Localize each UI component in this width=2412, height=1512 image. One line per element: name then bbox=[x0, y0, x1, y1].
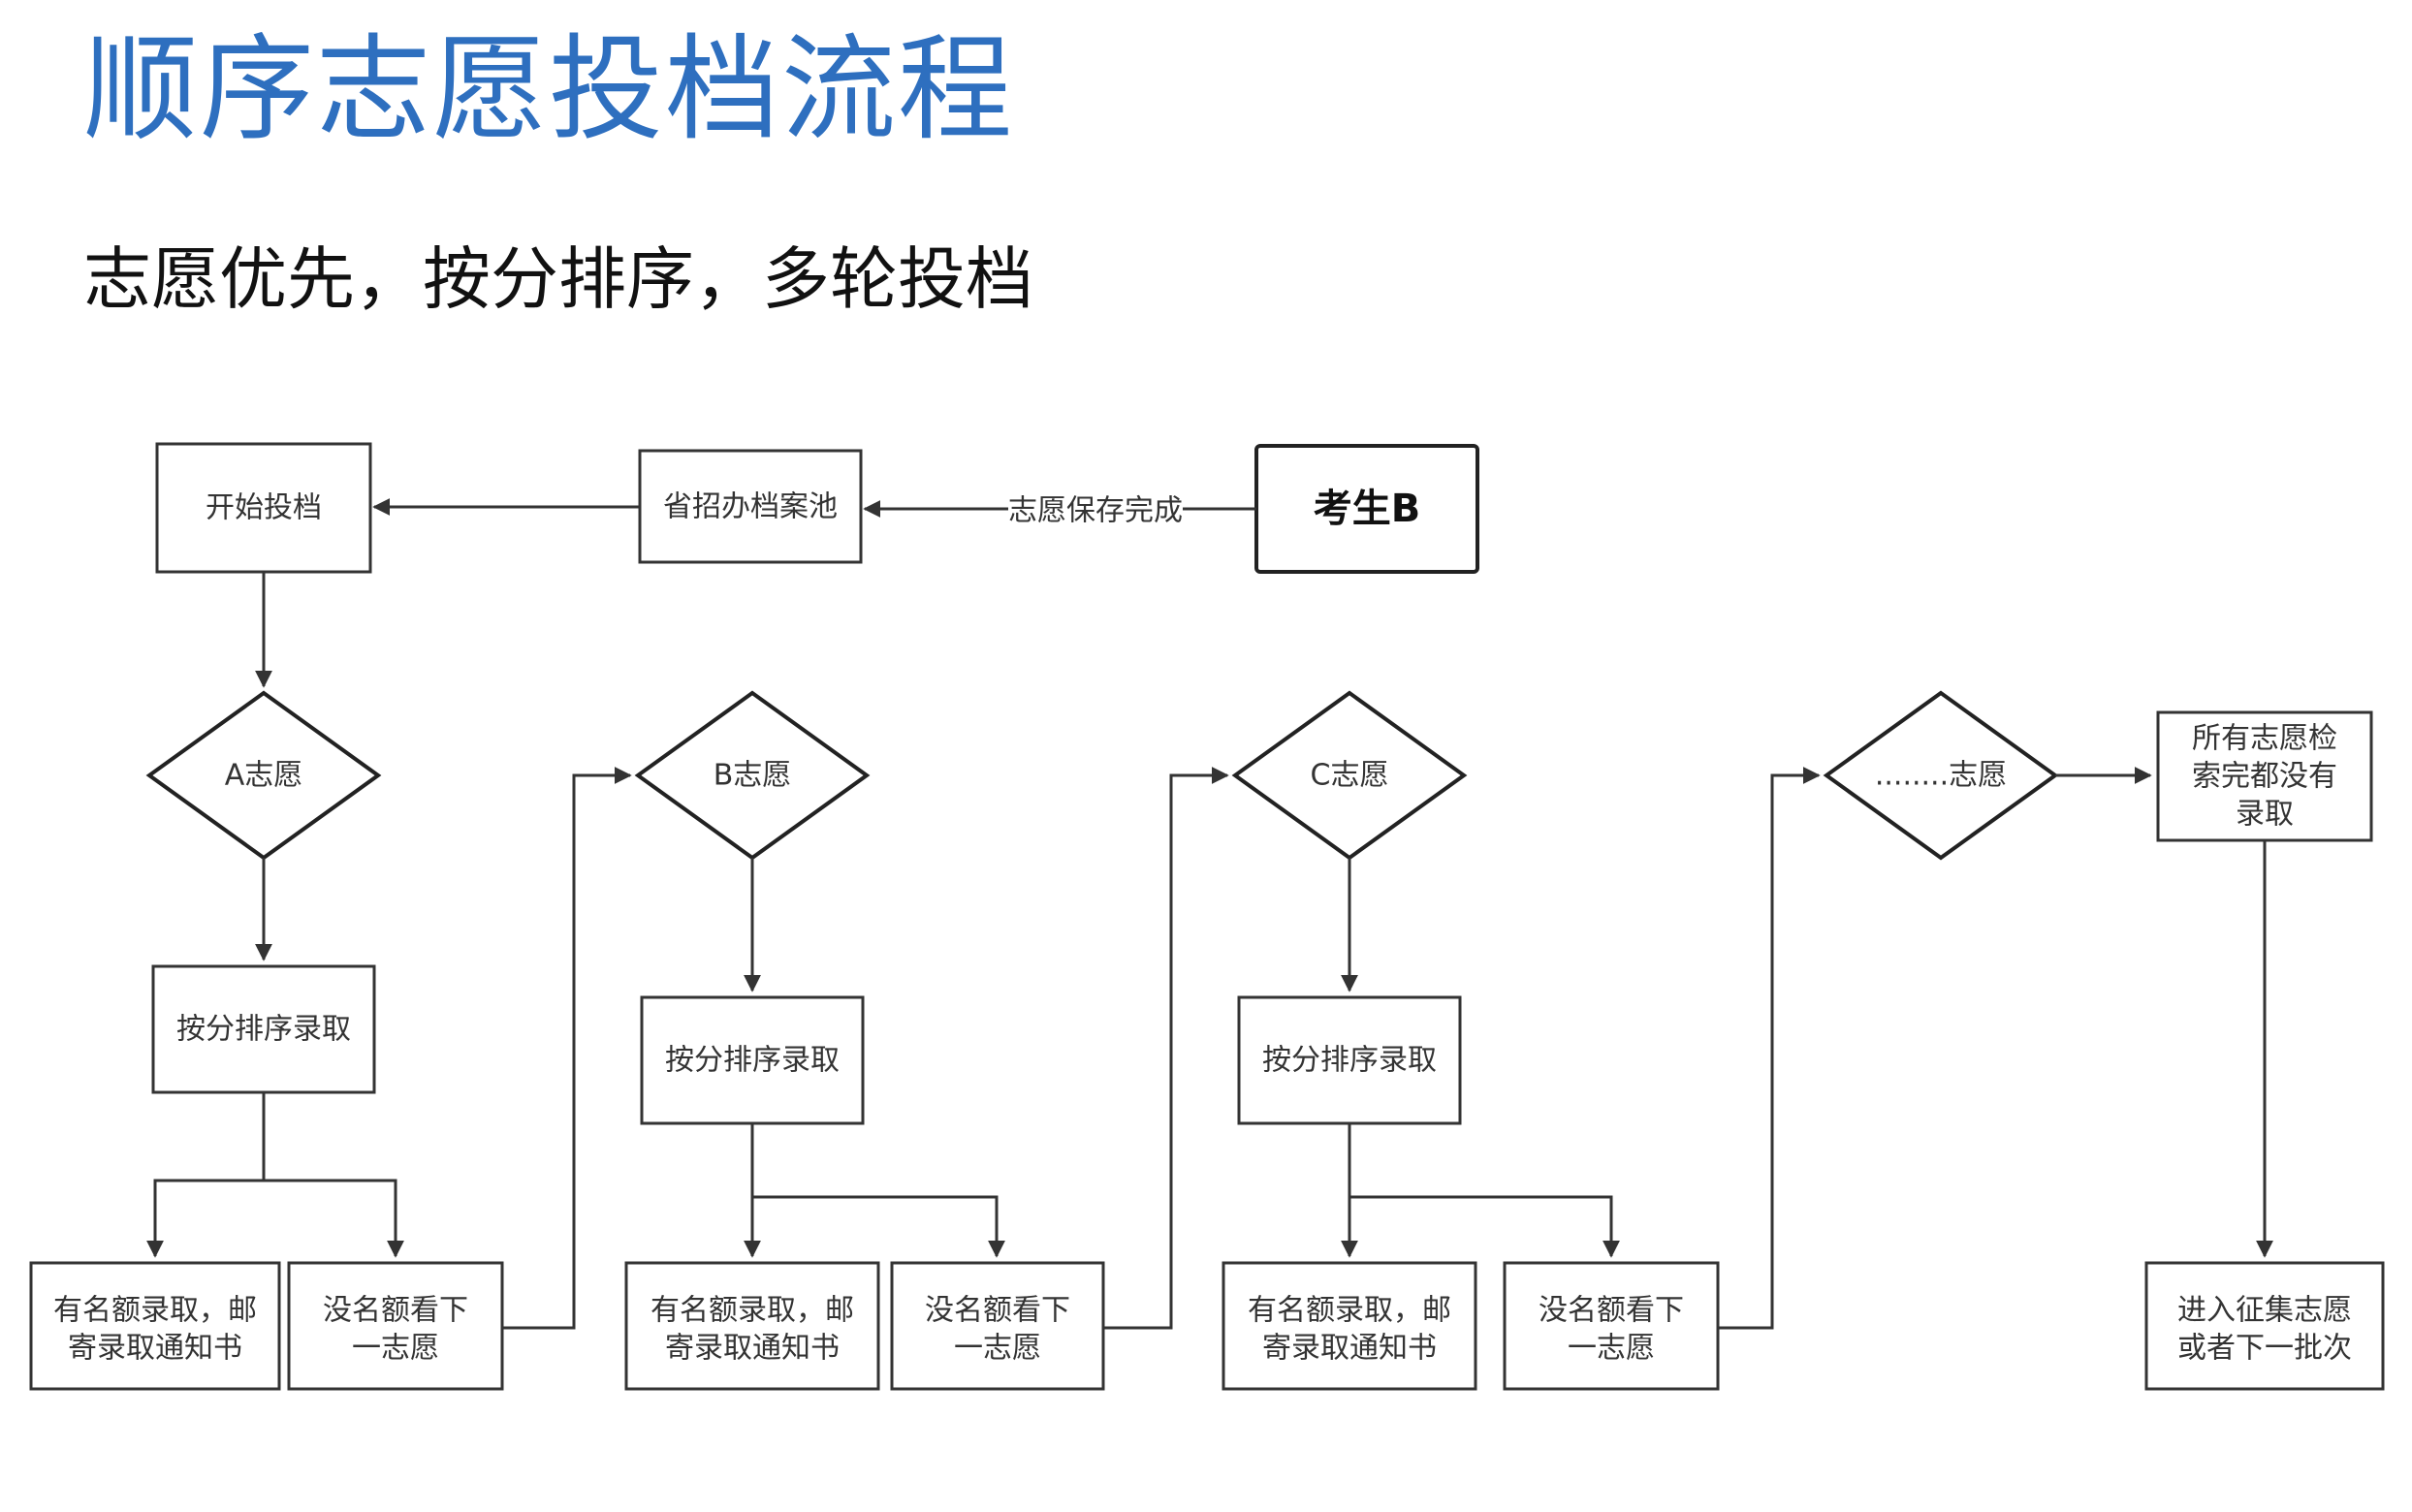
admit-a-line1: 有名额录取，邮 bbox=[53, 1294, 257, 1328]
rank-a-node: 按分排序录取 bbox=[151, 964, 376, 1094]
edge-next-a-to-b bbox=[502, 767, 632, 1330]
start-node: 开始投档 bbox=[155, 442, 372, 574]
choice-more-label: ........志愿 bbox=[1875, 759, 2007, 793]
final-line2: 或者下一批次 bbox=[2177, 1332, 2352, 1366]
pool-node: 省招办档案池 bbox=[638, 449, 863, 564]
student-label: 考生B bbox=[1314, 487, 1421, 531]
admit-c-node: 有名额录取，邮 寄录取通知书 bbox=[1222, 1261, 1477, 1391]
admit-c-line1: 有名额录取，邮 bbox=[1248, 1294, 1451, 1328]
edge-rank-c-to-next bbox=[1349, 1195, 1620, 1258]
rank-c-node: 按分排序录取 bbox=[1237, 995, 1462, 1125]
admit-a-line2: 寄录取通知书 bbox=[68, 1332, 242, 1366]
edge-rank-b-to-next bbox=[752, 1195, 1005, 1258]
none-admitted-line3: 录取 bbox=[2236, 798, 2294, 832]
choice-c-decision: C志愿 bbox=[1231, 690, 1468, 861]
none-admitted-line1: 所有志愿检 bbox=[2192, 722, 2337, 756]
rank-b-node: 按分排序录取 bbox=[640, 995, 865, 1125]
none-admitted-node: 所有志愿检 索完都没有 录取 bbox=[2156, 710, 2373, 842]
next-a-node: 没名额看下 一志愿 bbox=[287, 1261, 504, 1391]
edge-rank-a-to-admit bbox=[146, 1092, 266, 1258]
next-b-line1: 没名额看下 bbox=[925, 1294, 1070, 1328]
page-subtitle: 志愿优先，按分排序，多轮投档 bbox=[83, 239, 1033, 319]
choice-a-decision: A志愿 bbox=[145, 690, 382, 861]
choice-more-decision: ........志愿 bbox=[1823, 690, 2059, 861]
edge-rank-a-to-next bbox=[264, 1179, 404, 1258]
page-title: 顺序志愿投档流程 bbox=[83, 22, 1015, 156]
admit-b-line1: 有名额录取，邮 bbox=[651, 1294, 854, 1328]
next-a-line1: 没名额看下 bbox=[323, 1294, 468, 1328]
admit-c-line2: 寄录取通知书 bbox=[1262, 1332, 1437, 1366]
edge-next-b-to-c bbox=[1103, 767, 1229, 1330]
next-c-node: 没名额看下 一志愿 bbox=[1503, 1261, 1720, 1391]
edge-next-c-to-more bbox=[1718, 767, 1821, 1330]
next-b-line2: 一志愿 bbox=[954, 1332, 1041, 1366]
rank-b-label: 按分排序录取 bbox=[665, 1044, 840, 1078]
final-node: 进入征集志愿 或者下一批次 bbox=[2144, 1261, 2385, 1391]
choice-a-label: A志愿 bbox=[225, 759, 303, 793]
edge-label-save-complete: 志愿保存完成 bbox=[1008, 494, 1183, 528]
choice-b-label: B志愿 bbox=[714, 759, 792, 793]
pool-label: 省招办档案池 bbox=[663, 490, 838, 524]
edge-student-to-pool: 志愿保存完成 bbox=[863, 489, 1256, 528]
next-b-node: 没名额看下 一志愿 bbox=[890, 1261, 1105, 1391]
admit-b-line2: 寄录取通知书 bbox=[665, 1332, 840, 1366]
rank-c-label: 按分排序录取 bbox=[1262, 1044, 1437, 1078]
next-c-line2: 一志愿 bbox=[1568, 1332, 1655, 1366]
start-label: 开始投档 bbox=[206, 491, 322, 525]
next-a-line2: 一志愿 bbox=[352, 1332, 439, 1366]
none-admitted-line2: 索完都没有 bbox=[2192, 760, 2337, 794]
final-line1: 进入征集志愿 bbox=[2177, 1294, 2352, 1328]
choice-c-label: C志愿 bbox=[1311, 759, 1389, 793]
student-node: 考生B bbox=[1254, 444, 1479, 574]
next-c-line1: 没名额看下 bbox=[1539, 1294, 1684, 1328]
admit-a-node: 有名额录取，邮 寄录取通知书 bbox=[29, 1261, 281, 1391]
admit-b-node: 有名额录取，邮 寄录取通知书 bbox=[624, 1261, 880, 1391]
rank-a-label: 按分排序录取 bbox=[176, 1013, 351, 1047]
choice-b-decision: B志愿 bbox=[634, 690, 871, 861]
